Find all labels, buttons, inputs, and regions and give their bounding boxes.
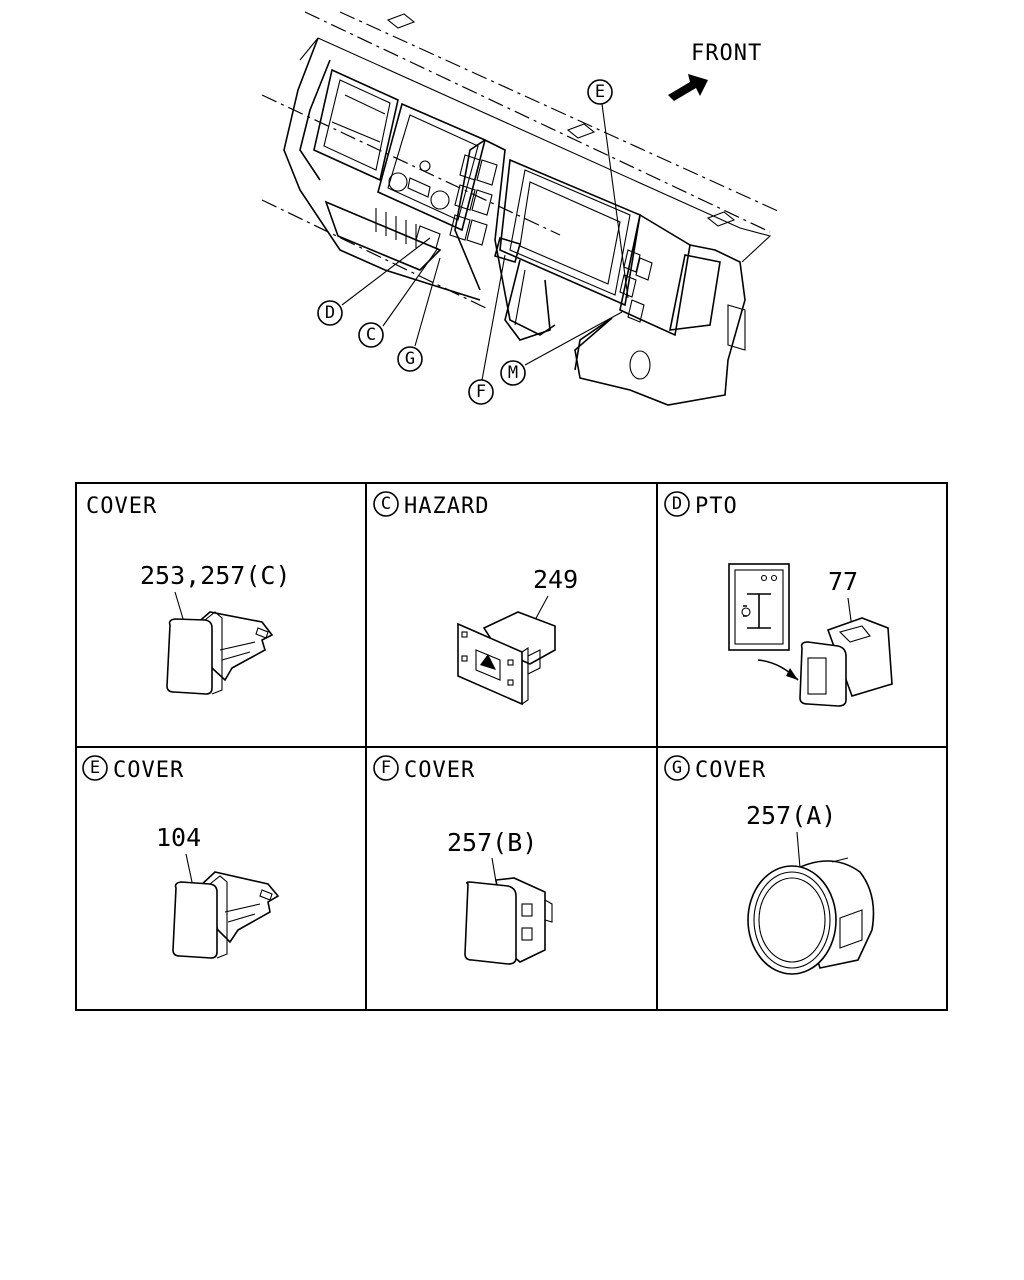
part-number: 249 — [533, 565, 578, 594]
callout-c: C — [358, 322, 384, 348]
panel-cover-f: F COVER 257(B) — [373, 755, 553, 965]
cover-plug-part-f — [464, 877, 553, 965]
left-vent-panel — [313, 68, 399, 182]
callout-f: F — [468, 379, 494, 405]
panel-badge: G — [672, 758, 682, 778]
part-number: 253,257(C) — [140, 561, 291, 590]
svg-text:C: C — [366, 325, 376, 345]
badge-g-icon — [664, 755, 690, 781]
badge-f-icon — [373, 755, 399, 781]
panel-cover: COVER 253,257(C) — [86, 494, 291, 695]
panel-title: COVER — [404, 758, 475, 783]
panel-cover-g: G COVER 257(A) — [664, 755, 875, 975]
callout-g: G — [397, 346, 423, 372]
cover-switch-part — [166, 611, 274, 695]
panel-title: HAZARD — [404, 494, 489, 519]
hazard-switch-part — [457, 611, 556, 706]
panel-hazard: C HAZARD 249 — [373, 491, 578, 706]
callout-m: M — [500, 360, 526, 386]
svg-text:E: E — [595, 82, 605, 102]
panel-cover-e: E COVER 104 — [82, 755, 280, 959]
deck-vent — [566, 123, 596, 139]
part-number: 257(B) — [447, 828, 537, 857]
panel-title: COVER — [113, 758, 184, 783]
cover-switch-part-e — [172, 871, 280, 959]
badge-c-icon — [373, 491, 399, 517]
parts-grid — [75, 482, 948, 1011]
instrument-cluster — [499, 158, 641, 307]
panel-badge: E — [90, 758, 100, 778]
lower-switch-bank — [324, 200, 442, 271]
badge-e-icon — [82, 755, 108, 781]
round-cover-part-g — [747, 857, 875, 975]
switch-f — [494, 236, 521, 264]
radio-panel — [377, 102, 486, 232]
pto-switch-part — [799, 617, 893, 707]
svg-text:M: M — [508, 363, 518, 383]
svg-text:D: D — [325, 303, 335, 323]
panel-title: COVER — [86, 494, 157, 519]
panel-title: PTO — [695, 494, 738, 519]
deck-vent — [386, 13, 416, 29]
pto-symbol-icon — [728, 563, 790, 651]
panel-pto: D PTO 77 — [664, 491, 893, 707]
panel-badge: F — [381, 758, 391, 778]
part-number: 104 — [156, 823, 201, 852]
deck-vent — [706, 211, 736, 227]
svg-text:G: G — [405, 349, 415, 369]
front-arrow-icon — [668, 74, 708, 101]
front-label: FRONT — [691, 41, 762, 66]
part-number: 257(A) — [746, 801, 836, 830]
dashboard-overview: FRONT E D C G F M — [261, 11, 781, 406]
panel-title: COVER — [695, 758, 766, 783]
callout-d: D — [317, 300, 343, 326]
svg-text:F: F — [476, 382, 486, 402]
right-switch-panel — [619, 213, 691, 337]
panel-badge: D — [672, 494, 682, 514]
panel-badge: C — [381, 494, 391, 514]
badge-d-icon — [664, 491, 690, 517]
callout-e: E — [587, 79, 613, 105]
part-number: 77 — [828, 567, 858, 596]
